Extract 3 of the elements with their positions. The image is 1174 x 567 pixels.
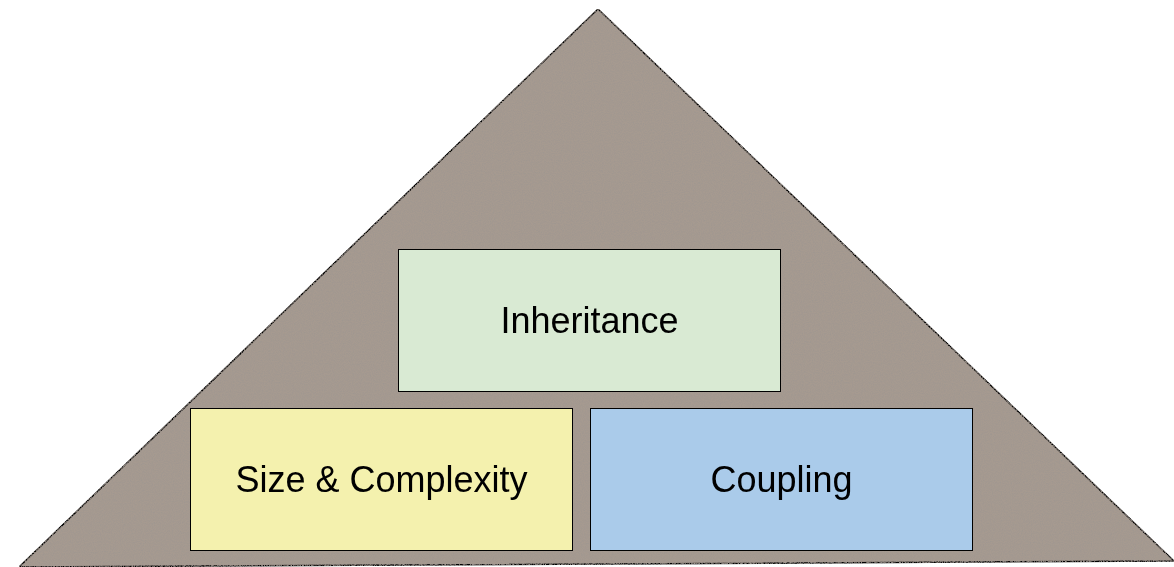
label-box: Inheritance xyxy=(398,249,781,392)
label-box: Size & Complexity xyxy=(190,408,573,551)
label-box: Coupling xyxy=(590,408,973,551)
